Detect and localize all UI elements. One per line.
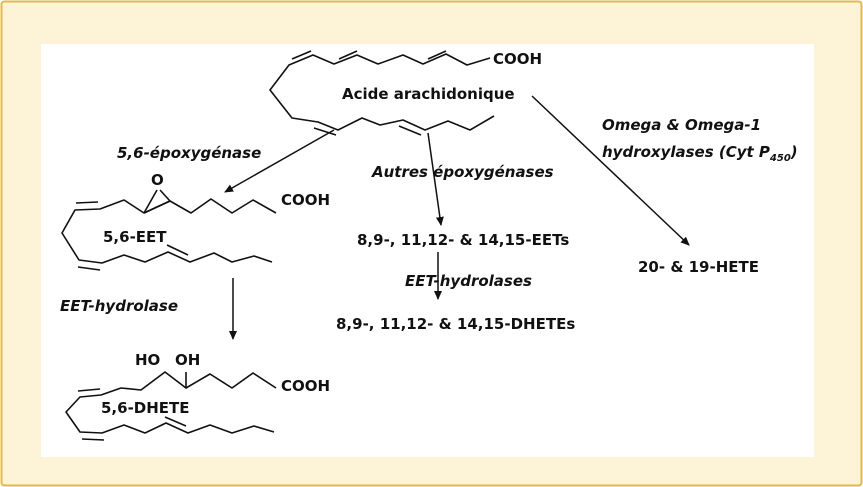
- arachidonic-acid-skeleton: [269, 50, 495, 136]
- enzyme-eet-hydrolases: EET-hydrolases: [405, 272, 532, 290]
- eet56-name: 5,6-EET: [103, 228, 167, 246]
- eet56-cooh: COOH: [281, 191, 330, 209]
- inner-content-area: [41, 44, 814, 457]
- eet56-skeleton: [61, 189, 277, 271]
- omega-line2-suffix: ): [790, 143, 798, 161]
- dhete56-ho-group: HO: [135, 351, 160, 369]
- dhete56-oh-group: OH: [175, 351, 200, 369]
- arachidonic-acid-name: Acide arachidonique: [342, 85, 515, 103]
- omega-line2-prefix: hydroxylases (Cyt P: [602, 143, 770, 161]
- eet56-epoxide-oxygen: O: [151, 171, 164, 189]
- enzyme-other-epoxygenases: Autres époxygénases: [371, 163, 554, 181]
- dhete56-cooh: COOH: [281, 377, 330, 395]
- product-eets: 8,9-, 11,12- & 14,15-EETs: [357, 231, 569, 249]
- enzyme-5-6-epoxygenase: 5,6-époxygénase: [117, 144, 261, 162]
- omega-subscript: 450: [769, 153, 791, 164]
- enzyme-omega-hydroxylases-line2: hydroxylases (Cyt P450): [602, 143, 798, 164]
- dhete56-skeleton: [65, 371, 277, 441]
- enzyme-eet-hydrolase: EET-hydrolase: [60, 297, 178, 315]
- arachidonic-acid-cooh: COOH: [493, 50, 542, 68]
- dhete56-name: 5,6-DHETE: [101, 399, 190, 417]
- arrow-to-hete: [531, 95, 690, 246]
- product-dhetes: 8,9-, 11,12- & 14,15-DHETEs: [336, 315, 575, 333]
- arrow-to-eet56: [224, 129, 335, 193]
- arrow-to-eets: [427, 132, 444, 226]
- product-hete: 20- & 19-HETE: [638, 258, 759, 276]
- enzyme-omega-hydroxylases-line1: Omega & Omega-1: [602, 116, 761, 134]
- reaction-arrows: [224, 95, 690, 340]
